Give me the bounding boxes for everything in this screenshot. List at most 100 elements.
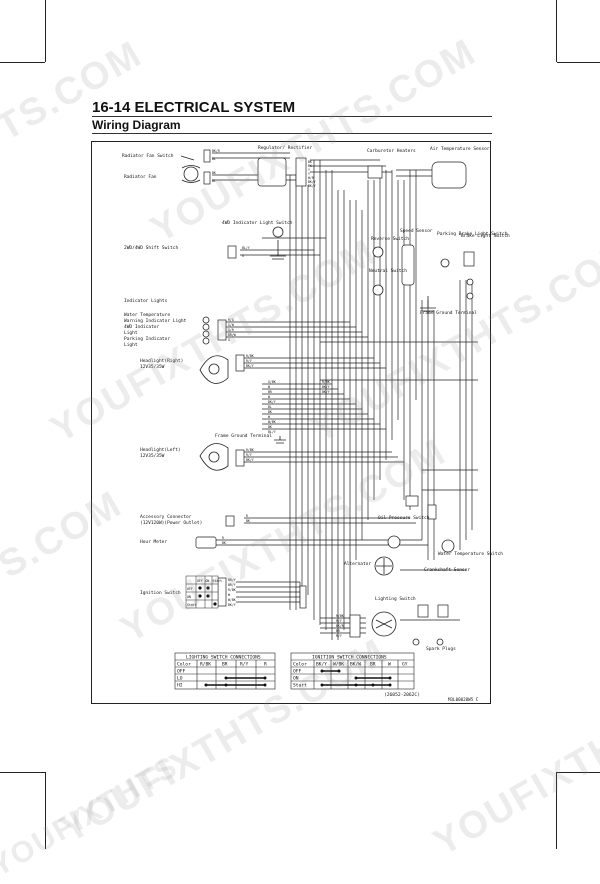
accessory-connector-label: Accessory Connector (140, 514, 192, 520)
lighting-table-header: R/Y (240, 662, 249, 668)
wire-code: R/BK (322, 380, 330, 384)
wire-code: BK (268, 425, 272, 429)
ignition-table-header: W (388, 662, 391, 668)
wire-code: BR/Y (228, 583, 236, 587)
wire-code: BL (212, 179, 216, 183)
wire-code: BK/Y (308, 180, 316, 184)
lighting-table-title: LIGHTING SWITCH CONNECTIONS (186, 655, 261, 661)
carburetor-heaters-label: Carburetor Heaters (367, 148, 416, 154)
section-title: Wiring Diagram (92, 118, 181, 132)
indicator-item: Light (124, 342, 138, 348)
accessory-rating: (12V120W)(Power Outlet) (140, 520, 202, 526)
part-number: (26052-2062C) (384, 692, 420, 698)
section-rule (92, 133, 492, 134)
wire-code: BK/R (336, 624, 344, 628)
crop-mark (557, 772, 600, 773)
headlight-left-rating: 12V35/35W (140, 453, 165, 459)
wiring-diagram: Radiator Fan Switch Radiator Fan Regulat… (122, 145, 510, 702)
ignition-switch-label: Ignition Switch (140, 590, 181, 596)
diagram-frame (91, 141, 491, 704)
headlight-right-rating: 12V35/35W (140, 364, 165, 370)
wire-code: R/BK (246, 354, 254, 358)
lighting-table-header: BR (222, 662, 228, 668)
ignition-mini-row: Start (187, 603, 197, 607)
wire-code: R/Y (246, 453, 252, 457)
lighting-table-row: OFF (177, 669, 186, 675)
ignition-switch-table: IGNITION SWITCH CONNECTIONS Color BK/Y W… (290, 652, 415, 690)
wire-code: BK (268, 410, 272, 414)
wire-code: BL/Y (268, 430, 276, 434)
ignition-table-header: W/BK (333, 662, 344, 668)
indicator-item: 4WD Indicator (124, 324, 160, 330)
ignition-table-header: BK/Y (316, 662, 327, 668)
oil-pressure-switch-label: Oil Pressure Switch (378, 515, 430, 521)
wire-code: R/Y (246, 359, 252, 363)
fwd-indicator-switch-label: 4WD Indicator Light Switch (222, 220, 293, 226)
speed-sensor-label: Speed Sensor (400, 228, 433, 234)
crop-mark (0, 772, 45, 773)
crop-mark (0, 62, 45, 63)
wire-code: BK/Y (246, 364, 254, 368)
wire-code: W (268, 395, 270, 399)
wire-code: R/BK (336, 614, 344, 618)
wire-code: R/Y (336, 634, 342, 638)
indicator-item: Light (124, 330, 138, 336)
wire-code: BL (268, 405, 272, 409)
ignition-table-header: GY (402, 662, 408, 668)
wire-code: BK/Y (268, 400, 276, 404)
wire-code: BL/Y (242, 246, 250, 250)
wire-code: W/BK (268, 420, 276, 424)
lighting-switch-table: LIGHTING SWITCH CONNECTIONS Color R/BK B… (174, 652, 276, 690)
wire-code: BK/R (212, 149, 220, 153)
wire-code: BK (212, 171, 216, 175)
wire-code: BK (308, 164, 312, 168)
ignition-table-header: BK/W (350, 662, 361, 668)
wire-code: W/BK (228, 598, 236, 602)
headlight-right-label: Headlight(Right) (140, 358, 183, 364)
radiator-fan-switch-label: Radiator Fan Switch (122, 153, 174, 159)
regulator-label: Regulator/ Rectifier (258, 145, 312, 151)
wire-code: G (242, 254, 244, 258)
shift-switch-label: 2WD/4WD Shift Switch (124, 245, 178, 251)
wire-code: R (246, 514, 248, 518)
wire-code: BR (268, 390, 272, 394)
crankshaft-sensor-label: Crankshaft Sensor (424, 567, 470, 573)
wire-code: R/Y (336, 619, 342, 623)
wire-code: BL (212, 157, 216, 161)
wire-code: BK (246, 519, 250, 523)
ignition-mini-header: ON (206, 579, 210, 583)
water-temp-switch-label: Water Temperature Switch (438, 551, 503, 557)
wire-code: G/BK (268, 380, 276, 384)
wire-code: W (228, 593, 230, 597)
air-temp-sensor-label: Air Temperature Sensor (430, 146, 490, 152)
wire-code: R/BK (246, 448, 254, 452)
wire-code: BK/Y (322, 390, 330, 394)
wire-code: BR/W (228, 333, 236, 337)
wire-code: Y (308, 168, 310, 172)
wire-code: BR (336, 629, 340, 633)
wire-code: R (222, 536, 224, 540)
indicator-lights-label: Indicator Lights (124, 298, 168, 304)
indicator-item: Parking Indicator (124, 336, 170, 342)
ignition-mini-row: OFF (187, 587, 193, 591)
wire-code: BK/Y (228, 603, 236, 607)
lighting-table-header: R/BK (200, 662, 211, 668)
wire-code: BR/Y (228, 578, 236, 582)
wire-code: G/W (228, 323, 234, 327)
reverse-switch-label: Reverse Switch (371, 236, 409, 242)
ignition-table-header: Color (293, 662, 307, 668)
wire-code: W (268, 415, 270, 419)
crop-mark (45, 772, 46, 849)
ignition-table-row: Start (293, 683, 307, 689)
wire-code: W (268, 385, 270, 389)
ignition-table-header: BR (370, 662, 376, 668)
title-rule (92, 116, 492, 117)
figure-code: M3L00028W5 C (448, 697, 479, 702)
frame-ground-terminal-label: Frame Ground Terminal (215, 433, 272, 439)
lighting-switch-label: Lighting Switch (375, 596, 416, 602)
ignition-table-row: OFF (293, 669, 302, 675)
wire-code: BK/Y (246, 458, 254, 462)
wire-code: BK (308, 160, 312, 164)
ignition-mini-header: OFF (197, 579, 203, 583)
wire-code: R/BK (228, 588, 236, 592)
